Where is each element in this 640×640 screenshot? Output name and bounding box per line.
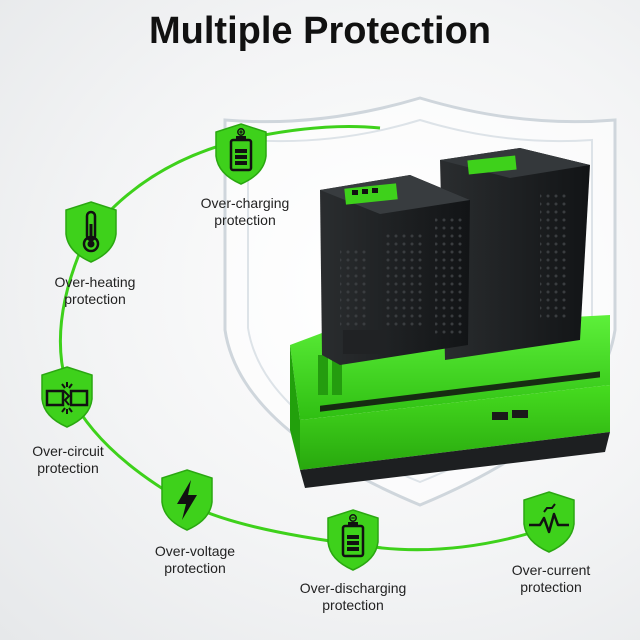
thermometer-icon <box>65 201 117 263</box>
broken-circuit-icon <box>41 366 93 428</box>
page-title: Multiple Protection <box>149 10 491 52</box>
lightning-bolt-icon <box>161 469 213 531</box>
battery-plus-icon <box>215 123 267 185</box>
battery-front <box>320 175 470 365</box>
battery-minus-icon <box>327 509 379 571</box>
battery-back <box>440 148 590 360</box>
current-wave-icon <box>523 491 575 553</box>
